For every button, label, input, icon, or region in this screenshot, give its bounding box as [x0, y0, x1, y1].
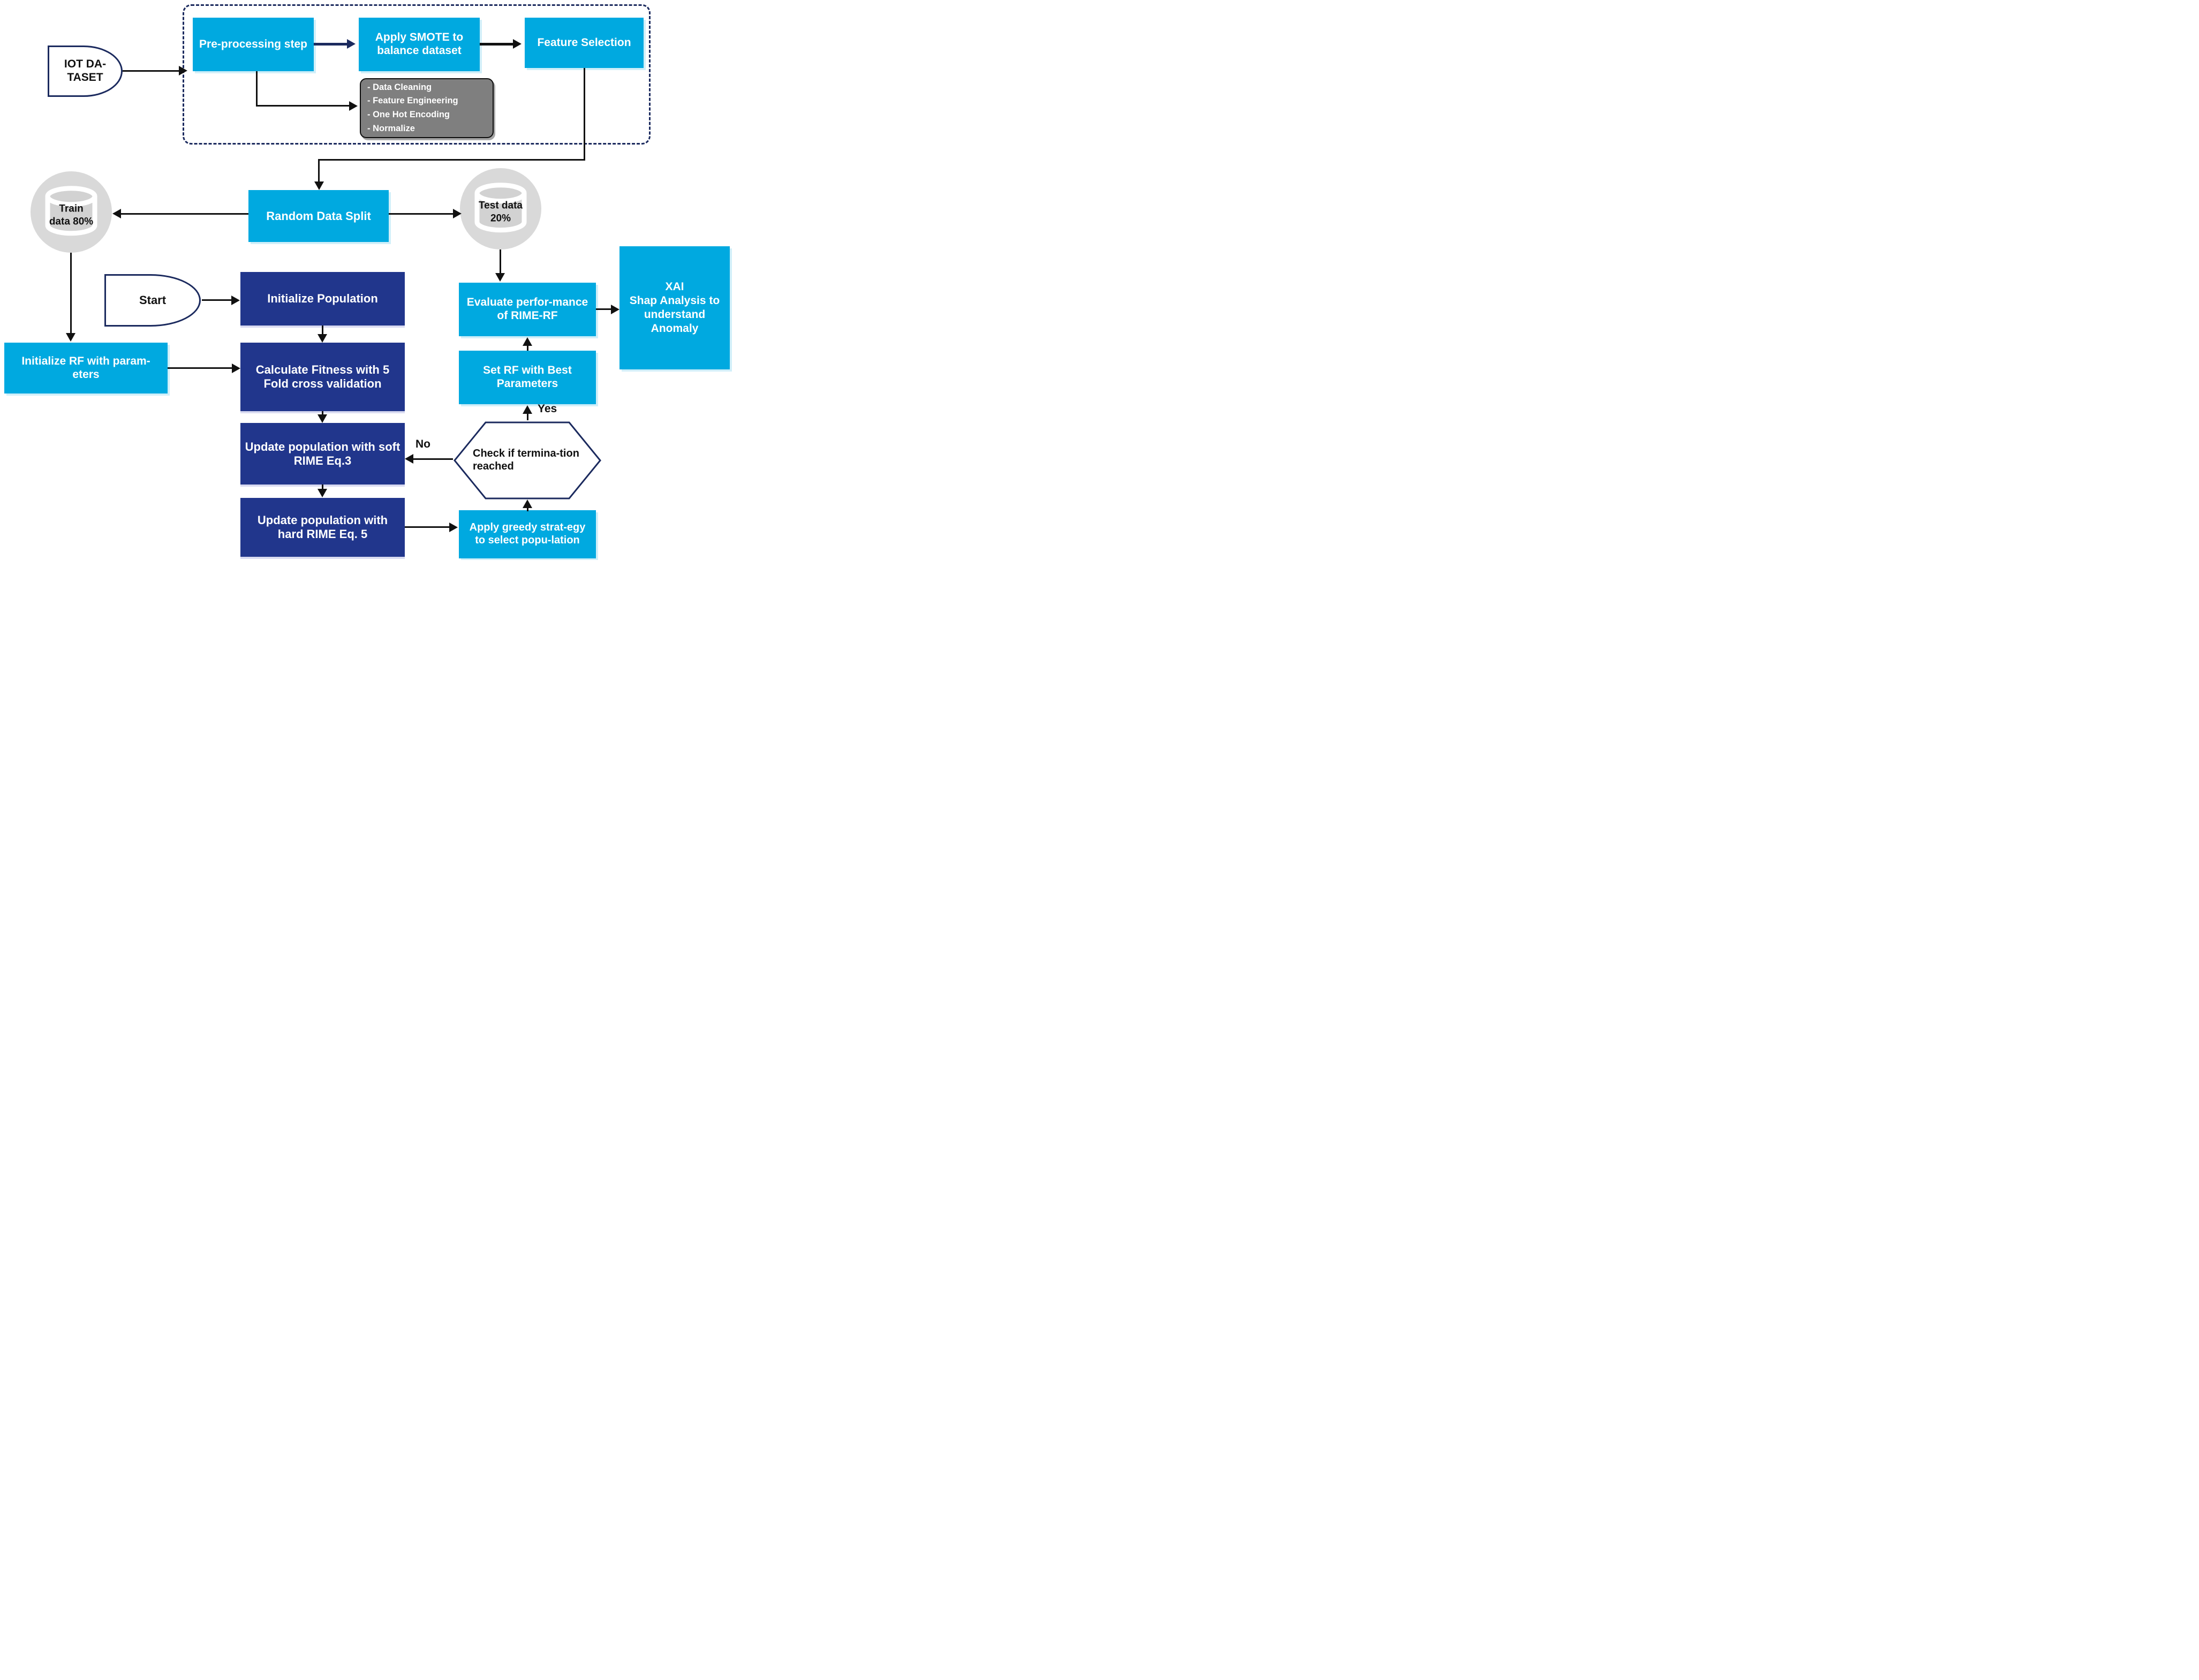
node-apply-smote: Apply SMOTE to balance dataset — [359, 18, 480, 71]
detail-feature-engineering: - Feature Engineering — [367, 96, 458, 106]
edge-greedy-to-hex — [527, 508, 528, 511]
calculate-fitness-label: Calculate Fitness with 5 Fold cross vali… — [255, 363, 390, 390]
arrowhead-icon — [349, 101, 358, 111]
edge-pre-to-smote — [314, 43, 347, 46]
arrowhead-icon — [231, 296, 240, 305]
arrowhead-icon — [318, 414, 327, 423]
node-start: Start — [104, 274, 201, 327]
node-random-data-split: Random Data Split — [248, 190, 389, 242]
arrowhead-icon — [405, 454, 413, 464]
node-preprocessing-step: Pre-processing step — [193, 18, 314, 71]
edge-pre-to-details-v — [256, 71, 258, 107]
edge-split-to-test — [389, 213, 453, 215]
edge-iot-to-stage — [123, 70, 179, 72]
edge-setrf-to-evaluate — [527, 345, 528, 351]
arrowhead-icon — [314, 181, 324, 190]
edge-label-no: No — [415, 438, 430, 450]
termination-check-label: Check if termina-tion reached — [473, 448, 579, 472]
hard-rime-label: Update population with hard RIME Eq. 5 — [257, 513, 388, 541]
edge-hard-to-greedy — [405, 526, 449, 528]
test-data-label: Test data 20% — [478, 200, 523, 224]
node-calculate-fitness: Calculate Fitness with 5 Fold cross vali… — [240, 343, 405, 411]
arrowhead-icon — [232, 364, 240, 373]
edge-fs-down — [584, 68, 585, 161]
arrowhead-icon — [523, 405, 532, 414]
edge-label-yes: Yes — [538, 403, 557, 415]
start-label: Start — [139, 293, 167, 307]
database-icon — [45, 186, 97, 236]
feature-selection-label: Feature Selection — [537, 36, 631, 49]
arrowhead-icon — [611, 305, 619, 314]
arrowhead-icon — [318, 334, 327, 343]
node-hard-rime: Update population with hard RIME Eq. 5 — [240, 498, 405, 557]
edge-hex-no — [413, 458, 453, 460]
edge-pre-to-details-h — [256, 105, 349, 107]
arrowhead-icon — [495, 273, 505, 282]
arrowhead-icon — [347, 39, 356, 49]
node-termination-check: Check if termina-tion reached — [452, 420, 602, 501]
edge-fs-to-split — [318, 159, 320, 181]
arrowhead-icon — [318, 489, 327, 497]
arrowhead-icon — [513, 39, 522, 49]
random-data-split-label: Random Data Split — [266, 209, 371, 223]
edge-fs-across — [318, 159, 585, 161]
node-set-rf-best-params: Set RF with Best Parameters — [459, 351, 596, 404]
xai-shap-label: XAI Shap Analysis to understand Anomaly — [629, 280, 720, 335]
node-feature-selection: Feature Selection — [525, 18, 644, 68]
preprocessing-details-panel: - Data Cleaning - Feature Engineering - … — [360, 78, 494, 138]
edge-soft-to-hard — [322, 485, 323, 489]
arrowhead-icon — [66, 333, 75, 342]
node-iot-dataset: IOT DA-TASET — [48, 46, 123, 97]
edge-initpop-to-calc — [322, 326, 323, 334]
node-test-data: Test data 20% — [460, 168, 541, 249]
soft-rime-label: Update population with soft RIME Eq.3 — [245, 440, 400, 467]
initialize-rf-label: Initialize RF with param-eters — [21, 354, 150, 381]
arrowhead-icon — [453, 209, 462, 218]
arrowhead-icon — [179, 66, 187, 75]
initialize-population-label: Initialize Population — [267, 292, 378, 306]
hexagon-shape — [454, 421, 601, 500]
detail-one-hot-encoding: - One Hot Encoding — [367, 110, 450, 119]
edge-split-to-train — [121, 213, 248, 215]
iot-dataset-label: IOT DA-TASET — [64, 58, 107, 84]
edge-hex-yes — [527, 413, 528, 420]
edge-test-to-evaluate — [500, 249, 501, 273]
arrowhead-icon — [112, 209, 121, 218]
train-data-label: Train data 80% — [49, 203, 94, 228]
set-rf-best-params-label: Set RF with Best Parameters — [483, 364, 572, 390]
node-xai-shap: XAI Shap Analysis to understand Anomaly — [619, 246, 730, 369]
detail-normalize: - Normalize — [367, 123, 415, 133]
arrowhead-icon — [523, 337, 532, 346]
arrowhead-icon — [449, 523, 458, 532]
detail-data-cleaning: - Data Cleaning — [367, 82, 432, 92]
node-soft-rime: Update population with soft RIME Eq.3 — [240, 423, 405, 485]
node-initialize-population: Initialize Population — [240, 272, 405, 326]
edge-evaluate-to-xai — [596, 308, 611, 310]
preprocessing-step-label: Pre-processing step — [199, 37, 307, 50]
edge-calc-to-soft — [322, 411, 323, 415]
node-evaluate-performance: Evaluate perfor-mance of RIME-RF — [459, 283, 596, 336]
apply-smote-label: Apply SMOTE to balance dataset — [375, 31, 464, 57]
node-train-data: Train data 80% — [31, 171, 112, 253]
edge-initrf-to-calc — [168, 367, 232, 369]
node-greedy-strategy: Apply greedy strat-egy to select popu-la… — [459, 510, 596, 558]
arrowhead-icon — [523, 500, 532, 508]
flowchart-canvas: IOT DA-TASET Pre-processing step Apply S… — [0, 0, 733, 560]
database-icon — [474, 183, 527, 233]
greedy-strategy-label: Apply greedy strat-egy to select popu-la… — [469, 521, 586, 546]
evaluate-performance-label: Evaluate perfor-mance of RIME-RF — [466, 296, 588, 322]
edge-train-to-initrf — [70, 253, 72, 333]
node-initialize-rf: Initialize RF with param-eters — [4, 343, 168, 393]
edge-smote-to-fs — [480, 43, 513, 46]
edge-start-to-initpop — [202, 299, 231, 301]
